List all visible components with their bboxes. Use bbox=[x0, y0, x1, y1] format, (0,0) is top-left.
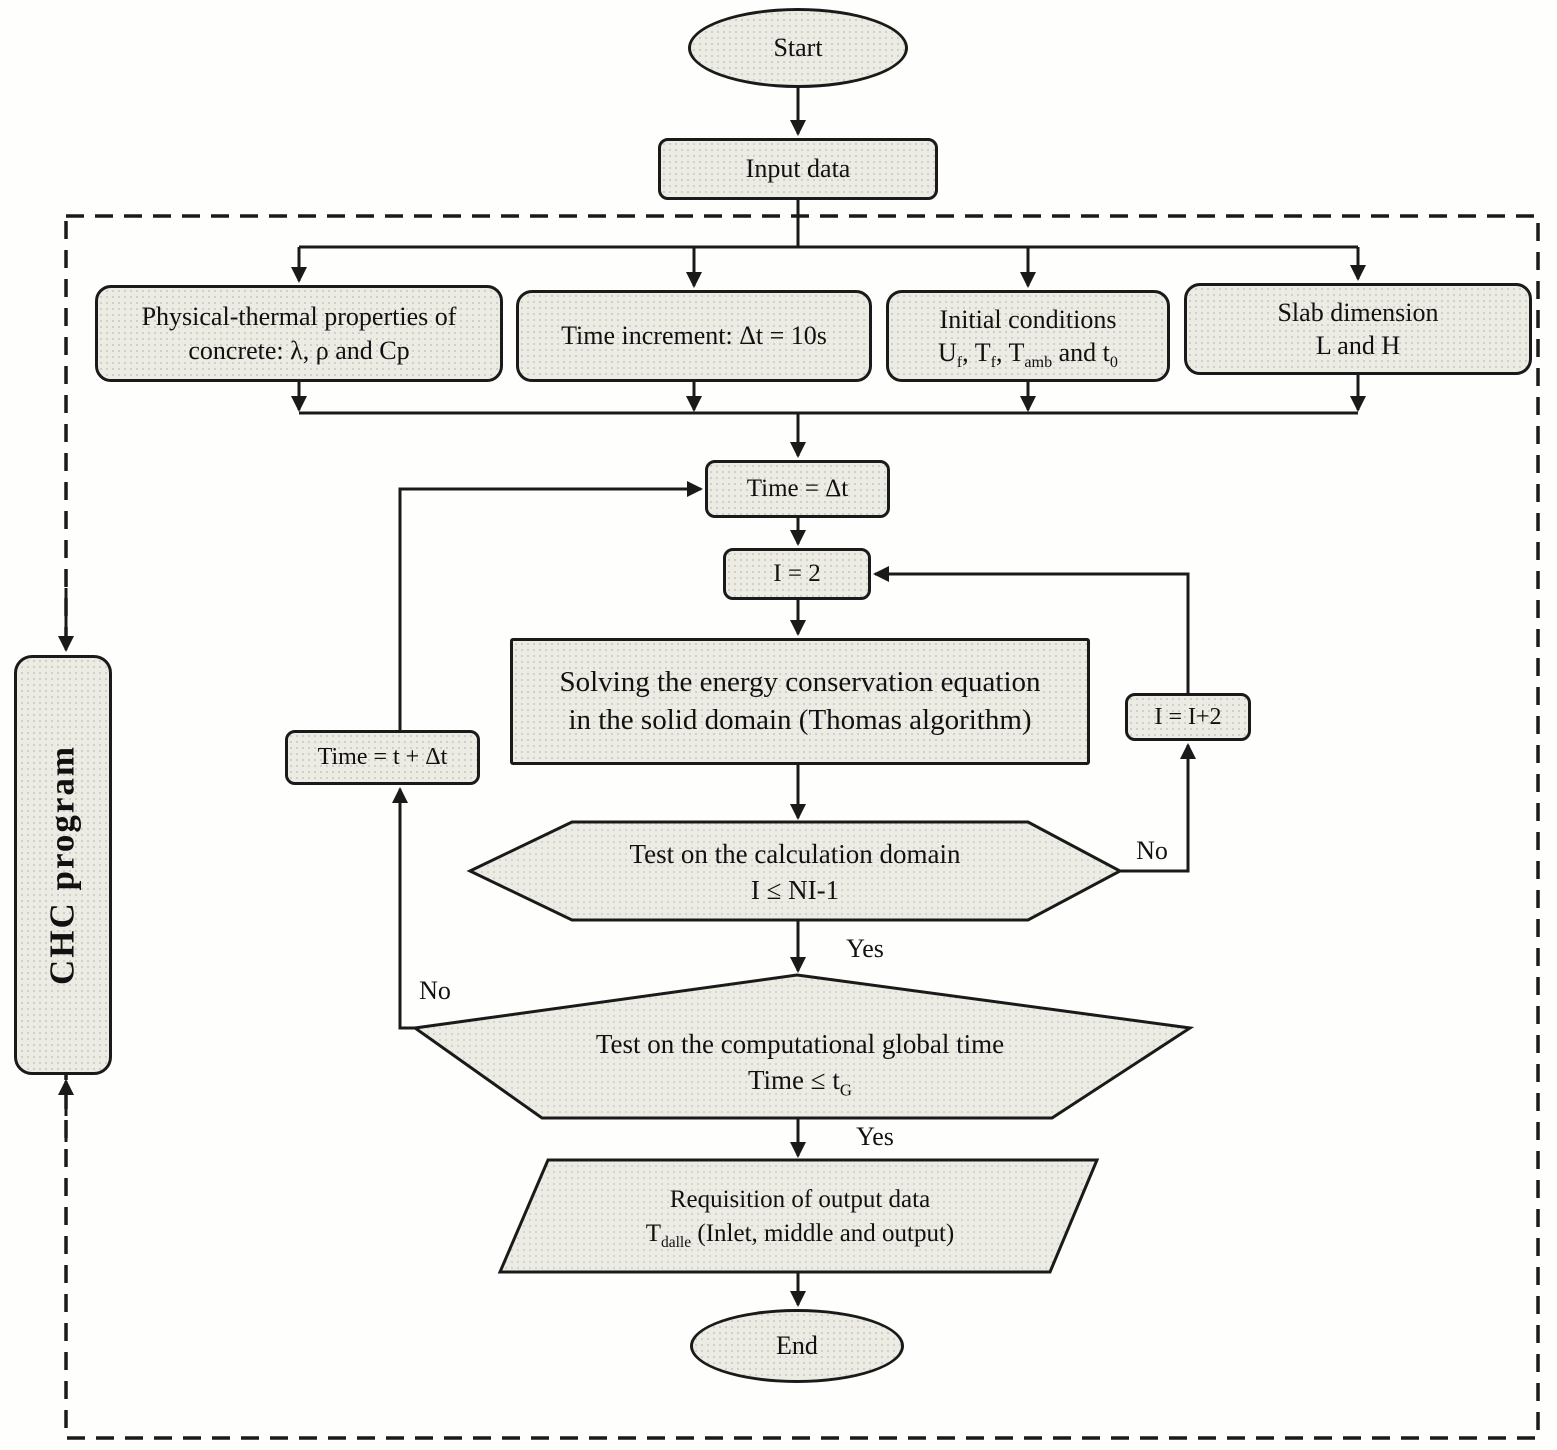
properties-line2: concrete: λ, ρ and Cp bbox=[188, 335, 410, 365]
flow-edges bbox=[58, 88, 1366, 1307]
edge-label-no-time: No bbox=[419, 976, 451, 1005]
slab-dimension-line2: L and H bbox=[1315, 331, 1401, 360]
text-part: and t bbox=[1052, 338, 1110, 367]
chc-program-text: CHC program bbox=[42, 744, 82, 986]
time-init-label: Time = Δt bbox=[746, 475, 849, 502]
global-time-decision-shape bbox=[411, 973, 1195, 1120]
calc-domain-decision-shape bbox=[466, 820, 1124, 922]
edge-label-yes-time: Yes bbox=[856, 1122, 894, 1151]
text-sub: 0 bbox=[1109, 354, 1118, 372]
test-domain-line2: I ≤ NI-1 bbox=[750, 875, 840, 905]
time-update-label: Time = t + Δt bbox=[317, 744, 448, 771]
calc-domain-decision-text: Test on the calculation domain I ≤ NI-1 bbox=[515, 828, 1075, 916]
text-sub: f bbox=[956, 354, 963, 372]
edge-no-timeupdate bbox=[392, 787, 415, 1030]
test-time-line1: Test on the computational global time bbox=[595, 1028, 1005, 1059]
time-increment-label: Time increment: Δt = 10s bbox=[561, 321, 827, 351]
input-data-label: Input data bbox=[745, 154, 851, 184]
end-label: End bbox=[776, 1331, 818, 1361]
output-parallelogram-text: Requisition of output data Tdalle (Inlet… bbox=[545, 1176, 1055, 1258]
output-line1: Requisition of output data bbox=[669, 1186, 931, 1214]
time-init-box: Time = Δt bbox=[705, 460, 890, 518]
text-part: U bbox=[938, 338, 957, 367]
chc-program-label: CHC program bbox=[14, 655, 112, 1075]
properties-box: Physical-thermal properties of concrete:… bbox=[95, 285, 503, 382]
i-init-box: I = 2 bbox=[723, 548, 871, 600]
solver-process-box: Solving the energy conservation equation… bbox=[510, 638, 1090, 765]
dashed-boundary bbox=[64, 214, 1540, 1440]
edge-label-no-domain: No bbox=[1136, 836, 1168, 865]
time-update-box: Time = t + Δt bbox=[285, 730, 480, 785]
start-label: Start bbox=[773, 33, 823, 63]
properties-line1: Physical-thermal properties of bbox=[141, 302, 457, 332]
initial-conditions-line1: Initial conditions bbox=[939, 304, 1117, 334]
edge-no-iincrement bbox=[1120, 743, 1196, 873]
output-parallelogram-shape bbox=[497, 1158, 1100, 1274]
i-increment-box: I = I+2 bbox=[1125, 693, 1251, 741]
text-part: , T bbox=[995, 338, 1025, 367]
text-sub: dalle bbox=[661, 1234, 692, 1251]
i-increment-label: I = I+2 bbox=[1154, 703, 1222, 730]
global-time-decision-text: Test on the computational global time Ti… bbox=[450, 1016, 1150, 1108]
text-part: Time ≤ t bbox=[748, 1065, 840, 1095]
initial-conditions-line2: Uf, Tf, Tamb and t0 bbox=[938, 336, 1118, 372]
solver-line1: Solving the energy conservation equation bbox=[559, 666, 1041, 699]
edge-timeupdate-time bbox=[398, 481, 703, 730]
edge-label-yes-domain: Yes bbox=[846, 934, 884, 963]
slab-dimension-line1: Slab dimension bbox=[1277, 297, 1439, 327]
start-terminator: Start bbox=[688, 8, 908, 88]
i-init-label: I = 2 bbox=[773, 560, 821, 587]
test-time-line2: Time ≤ tG bbox=[748, 1062, 852, 1098]
edge-iincrement-i2 bbox=[873, 566, 1190, 693]
slab-dimension-box: Slab dimension L and H bbox=[1184, 283, 1532, 375]
input-data-box: Input data bbox=[658, 138, 938, 200]
text-sub: G bbox=[839, 1080, 852, 1100]
test-domain-line1: Test on the calculation domain bbox=[629, 838, 961, 869]
time-increment-box: Time increment: Δt = 10s bbox=[516, 290, 872, 382]
solver-line2: in the solid domain (Thomas algorithm) bbox=[568, 703, 1032, 736]
output-line2: Tdalle (Inlet, middle and output) bbox=[646, 1217, 955, 1251]
end-terminator: End bbox=[690, 1309, 904, 1383]
text-part: , T bbox=[962, 338, 991, 367]
text-part: (Inlet, middle and output) bbox=[691, 1220, 955, 1247]
text-sub: f bbox=[990, 354, 996, 372]
text-sub: amb bbox=[1024, 354, 1053, 372]
initial-conditions-box: Initial conditions Uf, Tf, Tamb and t0 bbox=[886, 290, 1170, 382]
text-part: T bbox=[645, 1220, 661, 1247]
